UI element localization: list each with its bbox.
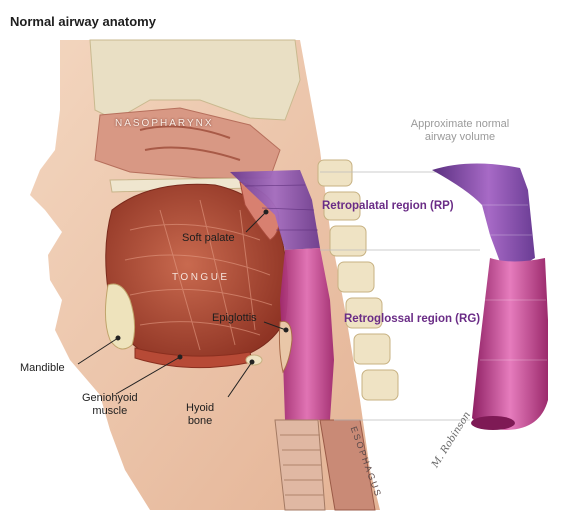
airway-volume-rg bbox=[472, 258, 548, 430]
label-hyoid: Hyoid bone bbox=[186, 402, 214, 427]
label-epiglottis: Epiglottis bbox=[212, 312, 257, 325]
label-geniohyoid-line1: Geniohyoid bbox=[82, 392, 138, 405]
label-geniohyoid: Geniohyoid muscle bbox=[82, 392, 138, 417]
airway-volume-note: Approximate normal airway volume bbox=[400, 118, 520, 144]
label-geniohyoid-line2: muscle bbox=[82, 405, 138, 418]
label-nasopharynx: NASOPHARYNX bbox=[115, 118, 214, 129]
airway-volume-base bbox=[471, 416, 515, 430]
label-soft-palate: Soft palate bbox=[182, 232, 235, 245]
label-hyoid-line2: bone bbox=[186, 415, 214, 428]
airway-volume-note-line2: airway volume bbox=[400, 131, 520, 144]
label-tongue: TONGUE bbox=[172, 272, 230, 283]
label-retroglossal-region: Retroglossal region (RG) bbox=[344, 313, 480, 325]
airway-volume-note-line1: Approximate normal bbox=[400, 118, 520, 131]
figure-title: Normal airway anatomy bbox=[10, 14, 156, 29]
label-hyoid-line1: Hyoid bbox=[186, 402, 214, 415]
label-mandible: Mandible bbox=[20, 362, 65, 375]
airway-volume-rp bbox=[432, 163, 535, 264]
label-retropalatal-region: Retropalatal region (RP) bbox=[322, 200, 454, 212]
